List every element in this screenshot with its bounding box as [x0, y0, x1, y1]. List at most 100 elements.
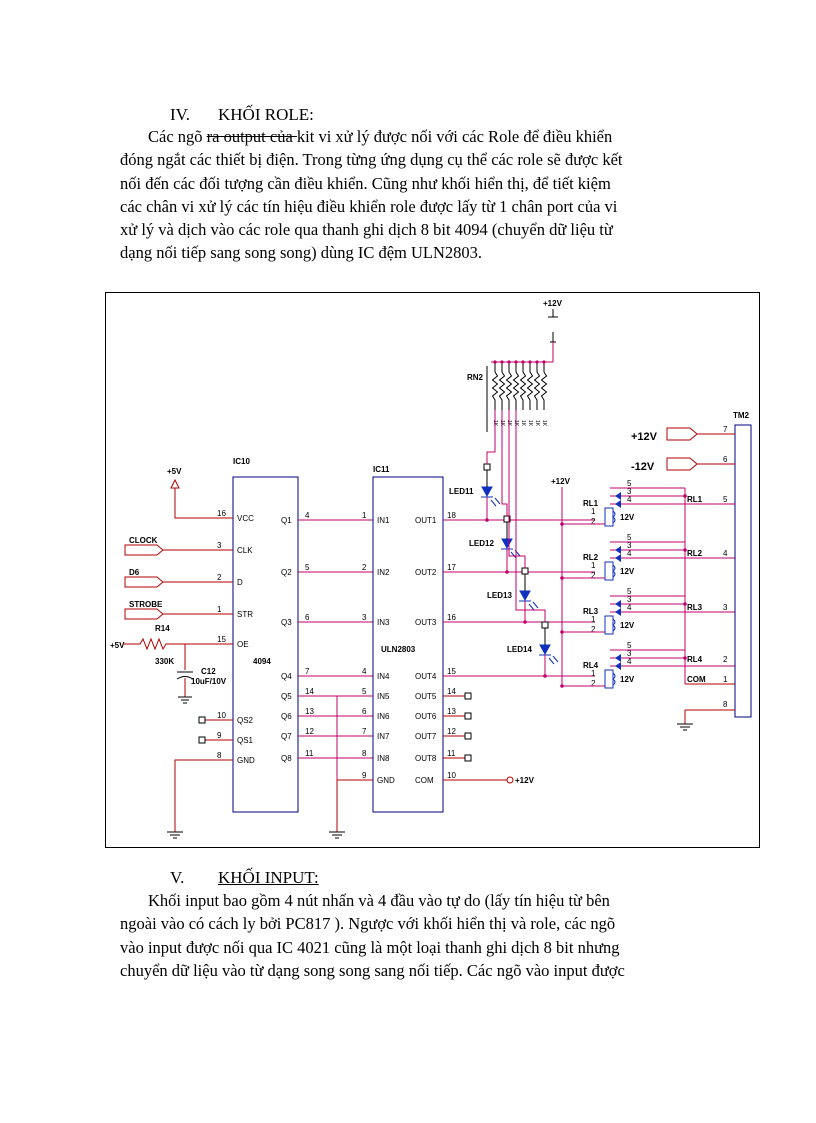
- section-5-number: V.: [170, 868, 185, 887]
- relay-1-contact-arrow-2: [615, 500, 621, 508]
- ic11-pin-num-6: 6: [362, 707, 367, 716]
- relay-3-coil-voltage: 12V: [620, 621, 635, 630]
- led-4-ray-1: [548, 657, 555, 665]
- ic10-pin-label-gnd: GND: [237, 756, 255, 765]
- ic11-gnd: [329, 695, 373, 839]
- led-3-ray-2: [532, 601, 539, 609]
- ic10-pin-label-vcc: VCC: [237, 514, 254, 523]
- led-4-rn-wire: [515, 410, 546, 622]
- relay-4-pin-4: 4: [627, 657, 632, 666]
- ic11-pin-num-3: 3: [362, 613, 367, 622]
- ic10-pin-num-8: 8: [217, 751, 222, 760]
- relay-1-supply-node: [560, 522, 564, 526]
- ic11-pin-label-out5: OUT5: [415, 692, 437, 701]
- section-5-title: KHỐI INPUT:: [218, 868, 319, 887]
- ic11-pin-label-com: COM: [415, 776, 434, 785]
- relay-label-2: RL2: [583, 553, 599, 562]
- ic10-pin-num-10: 10: [217, 711, 226, 720]
- para4-line-4: các chân vi xử lý các tín hiệu điều khiể…: [120, 196, 618, 216]
- c12-label: C12: [201, 667, 216, 676]
- relay-2-pin-3: 3: [627, 541, 632, 550]
- rn2-leg-4: [512, 362, 520, 410]
- led-label-3: LED13: [487, 591, 512, 600]
- relay-4-coil: [604, 669, 614, 689]
- ic11-body: [372, 476, 444, 813]
- ic10-pin-num-16: 16: [217, 509, 226, 518]
- ic10-qs-terminal-2: [198, 736, 206, 744]
- para4-line-6: dạng nối tiếp sang song song) dùng IC đệ…: [120, 243, 483, 263]
- section-5-paragraph: Khối input bao gồm 4 nút nhấn và 4 đầu v…: [120, 889, 720, 982]
- relay-1-pin-2: 2: [591, 517, 596, 526]
- ic10-pin-num-13: 13: [305, 707, 314, 716]
- ic11-pin-num-1: 1: [362, 511, 367, 520]
- rn2-node-7: [535, 360, 539, 364]
- ic11-pin-num-16: 16: [447, 613, 456, 622]
- ic11-pin-num-17: 17: [447, 563, 456, 572]
- relay-4-contact-arrow-1: [615, 654, 621, 662]
- ic10-pin-num-15: 15: [217, 635, 226, 644]
- rn2-node-2: [500, 360, 504, 364]
- rn2-leg-3: [505, 362, 513, 410]
- relay-1-coil: [604, 507, 614, 527]
- led-2-rn-wire: [501, 410, 508, 516]
- ic11-pin-label-out1: OUT1: [415, 516, 437, 525]
- ic10-pin-label-oe: OE: [237, 640, 249, 649]
- relay-4-pin-2: 2: [591, 679, 596, 688]
- ic11-pin-label-out2: OUT2: [415, 568, 437, 577]
- para4-line-1: Các ngõ ra output của kit vi xử lý được …: [148, 127, 613, 146]
- ic11-pin-num-14: 14: [447, 687, 456, 696]
- rn2-leg-5: [519, 362, 527, 410]
- ic11-pin-num-2: 2: [362, 563, 367, 572]
- para4-line-5: xử lý và dịch vào các role qua thanh ghi…: [120, 220, 613, 240]
- relay-label-1: RL1: [583, 499, 599, 508]
- ic11-pin-label-out6: OUT6: [415, 712, 437, 721]
- led-4-ray-2: [552, 655, 559, 663]
- relay-4-pin-3: 3: [627, 649, 632, 658]
- relay-label-3: RL3: [583, 607, 599, 616]
- section-4-heading: IV. KHỐI ROLE:: [170, 105, 470, 127]
- para5-line-4: chuyển dữ liệu vào từ dạng song song san…: [120, 960, 625, 980]
- relay-1-pin-3: 3: [627, 487, 632, 496]
- section-4-paragraph: Các ngõ ra output của kit vi xử lý được …: [120, 125, 720, 265]
- r14-label: R14: [155, 624, 170, 633]
- relay-3-pin-5: 5: [627, 587, 632, 596]
- para4-line-2: đóng ngắt các thiết bị điện. Trong từng …: [120, 150, 623, 170]
- tm2-pin-label-rl3: RL3: [687, 603, 703, 612]
- ic10-vcc-supply: +5V: [167, 467, 233, 519]
- oe-rc-network: +5V R14 330K C12 10uF/10V: [110, 624, 233, 704]
- relay-3-pin-1: 1: [591, 615, 596, 624]
- ic10-shift-register: IC10 4094 VCC16CLK3D2STR1OE15QS210QS19GN…: [198, 457, 373, 813]
- relay-3-coil-turns: [612, 618, 616, 632]
- relay-2-contact-arrow-1: [615, 546, 621, 554]
- rn2-value-5: 1K: [520, 420, 526, 427]
- ic11-pin-num-15: 15: [447, 667, 456, 676]
- ic10-pin-label-q2: Q2: [281, 568, 292, 577]
- ic11-pin-num-13: 13: [447, 707, 456, 716]
- tm2-label: TM2: [733, 411, 750, 420]
- ic11-pin-num-11: 11: [447, 749, 456, 758]
- ic11-pin-label-in6: IN6: [377, 712, 390, 721]
- relay-2-pin-2: 2: [591, 571, 596, 580]
- ic10-pin-num-2: 2: [217, 573, 222, 582]
- ic10-pin-num-5: 5: [305, 563, 310, 572]
- rn2-value-8: 1K: [541, 420, 547, 427]
- relay-2-coil: [604, 561, 614, 581]
- led-1-node: [485, 518, 489, 522]
- rn2-node-8: [542, 360, 546, 364]
- relay-supply: +12V: [551, 477, 571, 687]
- ic10-label: IC10: [233, 457, 250, 466]
- led-2-node: [505, 570, 509, 574]
- tm2-pin-num-1: 1: [723, 675, 728, 684]
- ic10-pin-label-q6: Q6: [281, 712, 292, 721]
- tm2-pin-num-4: 4: [723, 549, 728, 558]
- c12-value: 10uF/10V: [191, 677, 227, 686]
- ic10-part: 4094: [253, 657, 271, 666]
- relay-1-coil-voltage: 12V: [620, 513, 635, 522]
- input-label-clock: CLOCK: [129, 536, 158, 545]
- ic11-com-supply-label: +12V: [515, 776, 535, 785]
- ic11-pin-label-in4: IN4: [377, 672, 390, 681]
- relay-3-coil: [604, 615, 614, 635]
- section-4-number: IV.: [170, 105, 190, 124]
- led-1-terminal: [483, 463, 491, 471]
